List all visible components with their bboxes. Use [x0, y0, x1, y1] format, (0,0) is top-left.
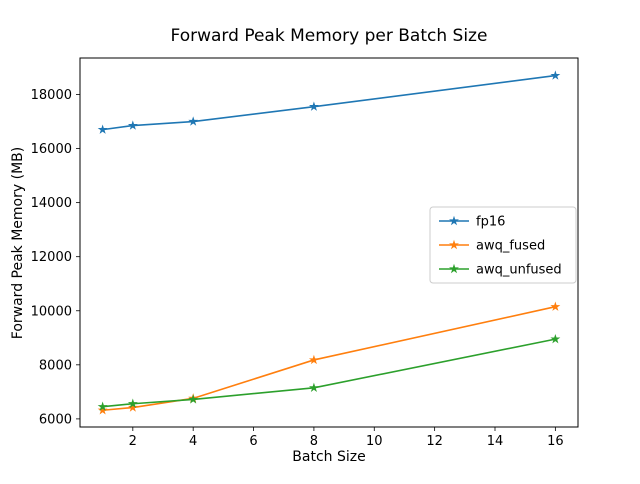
series-marker-awq_fused	[97, 405, 108, 415]
legend-marker-awq_unfused-icon	[449, 263, 459, 274]
y-tick-label: 12000	[31, 250, 72, 265]
legend-marker-awq_fused-icon	[449, 239, 459, 250]
series-marker-awq_unfused	[127, 398, 138, 408]
legend-item-awq_unfused: awq_unfused	[439, 263, 562, 278]
x-tick-label: 14	[487, 434, 504, 449]
legend-label-awq_unfused: awq_unfused	[476, 263, 562, 278]
x-tick-label: 8	[310, 434, 318, 449]
y-tick-label: 8000	[39, 358, 72, 373]
series-marker-awq_unfused	[550, 333, 561, 344]
plot-layer: 2 4 6 8 10 12 14 16 6000 8000 10000 12000 14000 16000…	[31, 57, 579, 449]
x-axis-label: Batch Size	[292, 449, 365, 465]
series-marker-fp16	[308, 101, 319, 111]
x-tick-label: 12	[426, 434, 443, 449]
series-marker-awq_unfused	[188, 394, 199, 404]
series-marker-fp16	[188, 116, 199, 126]
legend-label-awq_fused: awq_fused	[476, 239, 545, 254]
y-tick-label: 14000	[31, 196, 72, 211]
y-tick-label: 18000	[31, 88, 72, 103]
legend: fp16 awq_fused awq_unfused	[429, 206, 577, 284]
series-marker-awq_unfused	[97, 401, 108, 411]
legend-label-fp16: fp16	[476, 215, 505, 230]
y-tick-label: 10000	[31, 304, 72, 319]
x-tick-label: 2	[129, 434, 137, 449]
legend-marker-fp16-icon	[449, 215, 459, 226]
y-tick-label: 16000	[31, 142, 72, 157]
legend-frame	[429, 206, 577, 284]
series-marker-awq_fused	[550, 301, 561, 311]
y-tick-label: 6000	[39, 412, 72, 427]
x-tick-label: 16	[547, 434, 564, 449]
series-marker-awq_fused	[308, 354, 319, 365]
chart-title: Forward Peak Memory per Batch Size	[171, 26, 488, 46]
x-tick-label: 10	[366, 434, 383, 449]
x-tick-label: 6	[249, 434, 257, 449]
series-marker-fp16	[127, 120, 138, 130]
series-marker-fp16	[550, 70, 561, 80]
legend-item-awq_fused: awq_fused	[439, 239, 545, 254]
series-marker-awq_fused	[127, 402, 138, 412]
series-marker-awq_unfused	[308, 382, 319, 393]
y-axis-label: Forward Peak Memory (MB)	[10, 147, 26, 339]
legend-item-fp16: fp16	[439, 215, 505, 230]
series-marker-fp16	[97, 124, 108, 134]
x-tick-label: 4	[189, 434, 197, 449]
plot-border	[79, 57, 579, 428]
